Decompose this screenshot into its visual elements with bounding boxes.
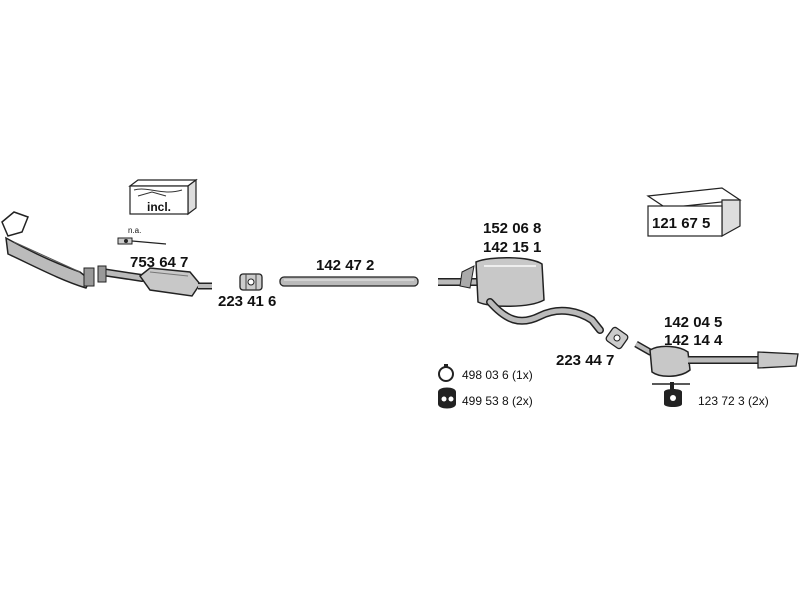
rubber-mount-label: 499 53 8 (2x) [462, 394, 533, 408]
ring-icon [438, 364, 454, 382]
middle-silencer-label-b: 142 15 1 [483, 239, 541, 256]
intermediate-pipe-label: 142 47 2 [316, 257, 374, 274]
rear-silencer [634, 340, 799, 385]
front-clamp [239, 273, 263, 291]
ring-label: 498 03 6 (1x) [462, 368, 533, 382]
front-clamp-label: 223 41 6 [218, 293, 276, 310]
exhaust-manifold [1, 211, 95, 289]
mounting-kit-box [646, 187, 742, 238]
catalytic-converter-label: 753 64 7 [130, 254, 188, 271]
middle-silencer [438, 256, 604, 334]
oxygen-sensor: n.a. [117, 226, 167, 245]
rear-clamp-label: 223 44 7 [556, 352, 614, 369]
included-kit-box: incl. [128, 178, 198, 216]
hanger-icon [664, 382, 682, 407]
rear-silencer-label-a: 142 04 5 [664, 314, 722, 331]
rear-silencer-label-b: 142 14 4 [664, 332, 723, 349]
rear-clamp [605, 326, 629, 350]
middle-silencer-label-a: 152 06 8 [483, 220, 541, 237]
mounting-kit-box-label: 121 67 5 [652, 215, 710, 232]
rubber-mount-icon [438, 387, 456, 409]
intermediate-pipe [279, 276, 419, 287]
hanger-label: 123 72 3 (2x) [698, 394, 769, 408]
kit-box-label: incl. [147, 200, 171, 214]
catalytic-converter [97, 265, 212, 297]
oxygen-sensor-note: n.a. [128, 226, 141, 235]
